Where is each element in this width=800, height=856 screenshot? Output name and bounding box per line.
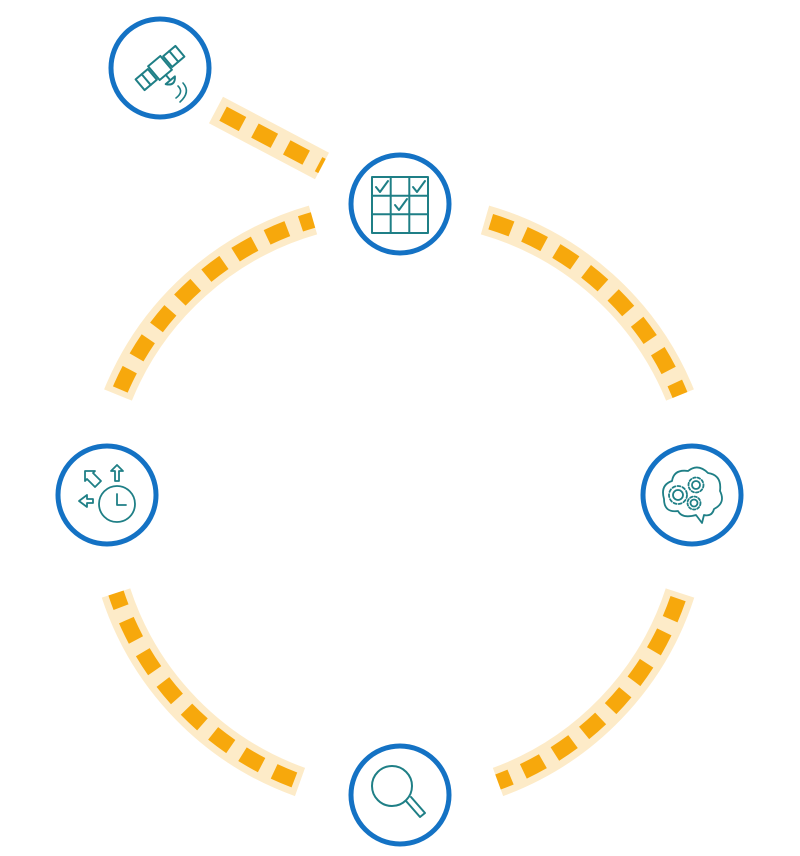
connector-search-time <box>101 588 306 797</box>
node-brain <box>640 443 744 547</box>
connector-checklist-brain <box>480 205 694 401</box>
connectors <box>101 96 695 797</box>
satellite-icon <box>134 44 186 92</box>
node-search <box>348 743 452 847</box>
magnifying-glass-icon <box>371 765 426 818</box>
clock-arrows-icon <box>78 464 136 523</box>
connector-time-checklist <box>104 205 318 401</box>
node-time <box>55 443 159 547</box>
node-satellite <box>108 16 212 120</box>
checklist-grid-icon <box>371 176 429 234</box>
brain-gears-icon <box>662 466 723 524</box>
connector-brain-search <box>492 588 695 797</box>
node-checklist <box>348 152 452 256</box>
connector-satellite-checklist <box>208 96 330 180</box>
